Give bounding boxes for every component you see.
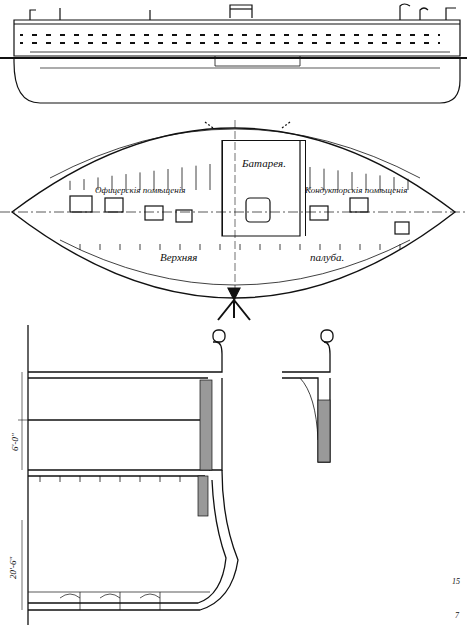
rib-line (240, 244, 241, 250)
rib-line (340, 244, 341, 250)
rib-line (280, 244, 281, 250)
rib-line (40, 476, 41, 482)
rib-line (60, 476, 61, 482)
room-label: Батарея. (223, 157, 305, 169)
battery-box: Батарея. (222, 140, 306, 236)
rib-line (80, 244, 81, 250)
rib-line (260, 244, 261, 250)
rib-line (70, 181, 71, 190)
rib-line (180, 244, 181, 250)
dimension: 6'-0" (10, 432, 21, 452)
rib-line (360, 244, 361, 250)
rib-line (320, 244, 321, 250)
rib-line (100, 476, 101, 482)
rib-line (140, 244, 141, 250)
rib-line (140, 476, 141, 482)
rib-line (200, 244, 201, 250)
rib-line (196, 166, 197, 190)
rib-line (80, 476, 81, 482)
dimension: 20'-6" (8, 556, 19, 580)
deck-label: палуба. (310, 252, 344, 263)
room-label: Офицерскія помѣщенія (95, 186, 185, 195)
rib-line (120, 244, 121, 250)
rib-line (408, 179, 409, 190)
room-label: Кондукторскія помѣщенія (305, 186, 407, 195)
rib-line (220, 244, 221, 250)
page-number: 15 (452, 578, 460, 586)
rib-line (120, 476, 121, 482)
rib-line (180, 476, 181, 482)
rib-line (300, 244, 301, 250)
page-number: 7 (455, 612, 459, 620)
rib-line (84, 179, 85, 190)
deck-label: Верхняя (160, 252, 197, 263)
rib-line (210, 164, 211, 190)
rib-line (100, 244, 101, 250)
rib-line (160, 476, 161, 482)
rib-line (160, 244, 161, 250)
rib-line (380, 244, 381, 250)
rib-line (400, 244, 401, 250)
